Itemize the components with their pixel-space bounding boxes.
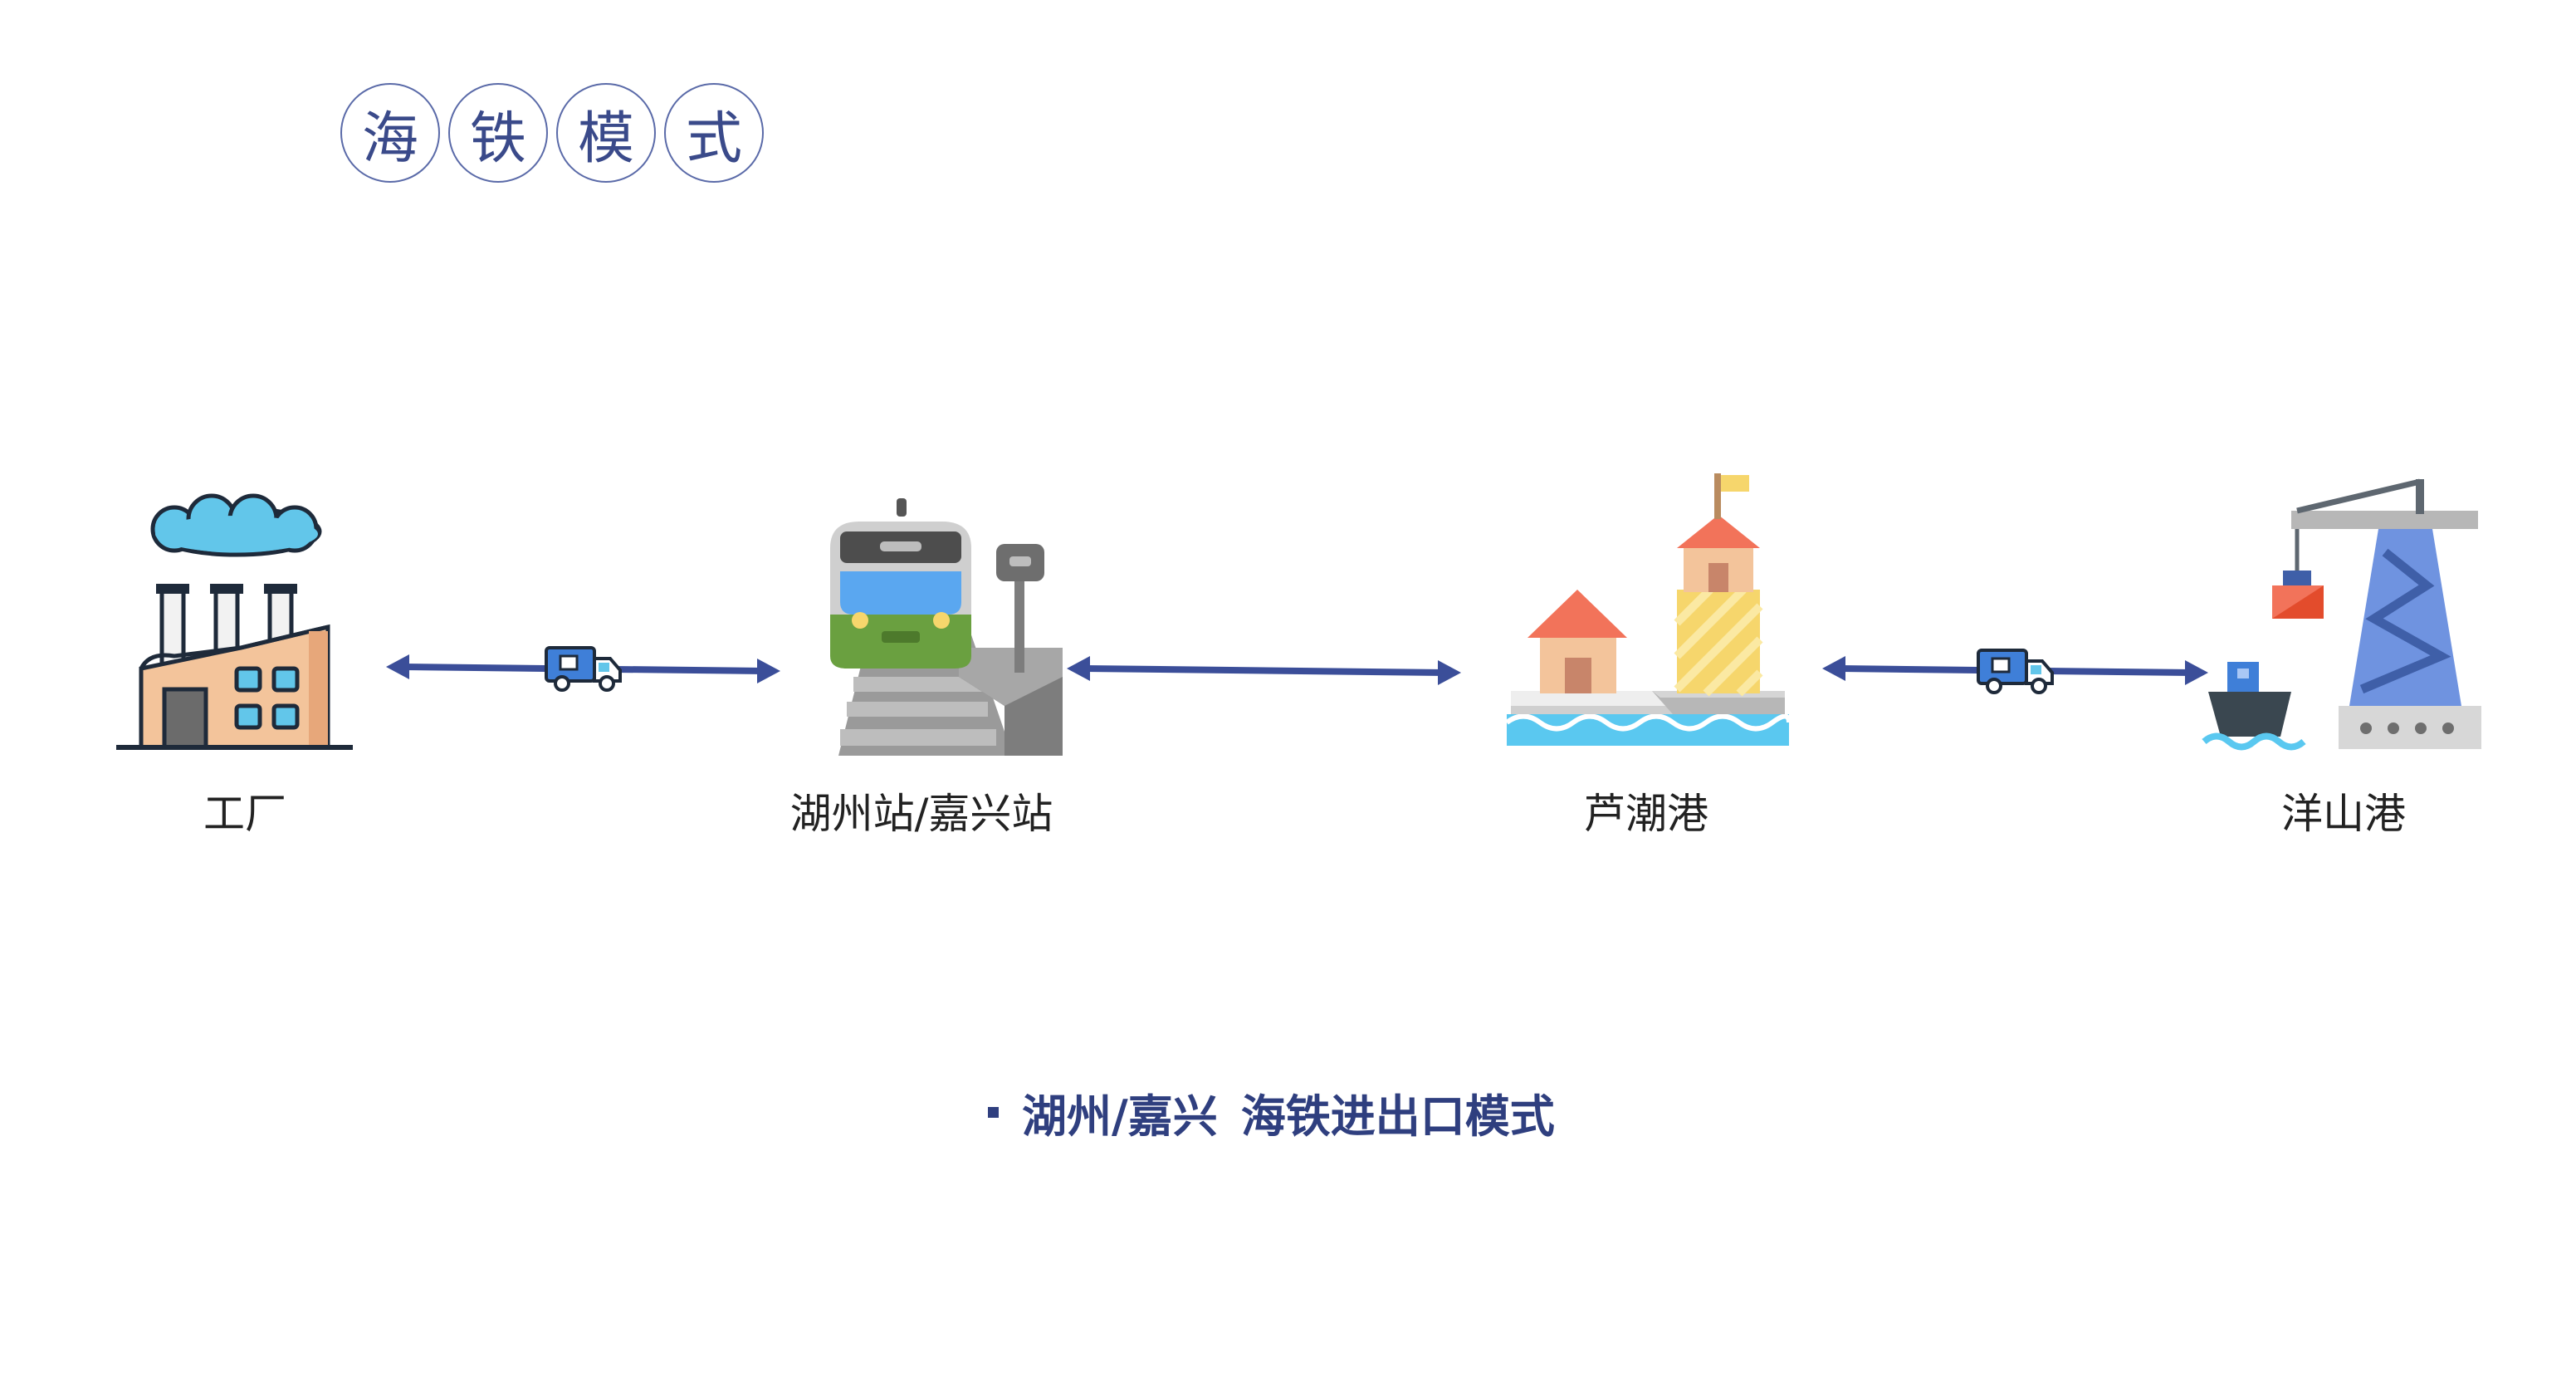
arrow-station-to-luchao [1067,656,1461,685]
node-label-yangshan-port: 洋山港 [2281,790,2406,838]
bullet-icon [988,1107,999,1118]
caption-text: 海铁进出口模式 [1240,1090,1555,1143]
yangshan-port-icon [2202,478,2481,751]
title-char: 式 [664,83,764,183]
title-char: 模 [556,83,656,183]
title-char: 海 [340,83,440,183]
caption-region: 湖州/嘉兴 [1022,1090,1218,1143]
node-label-factory: 工厂 [203,790,286,838]
diagram-title: 海 铁 模 式 [340,83,764,183]
title-char: 铁 [448,83,548,183]
train-station-icon [830,498,1063,756]
node-label-rail-station: 湖州站/嘉兴站 [789,790,1053,838]
diagram-caption: 湖州/嘉兴 海铁进出口模式 [988,1080,1555,1145]
factory-icon [116,493,353,750]
truck-icon [1977,649,2054,694]
node-label-luchao-port: 芦潮港 [1584,790,1708,838]
luchao-port-icon [1505,473,1791,746]
truck-icon [545,646,622,692]
